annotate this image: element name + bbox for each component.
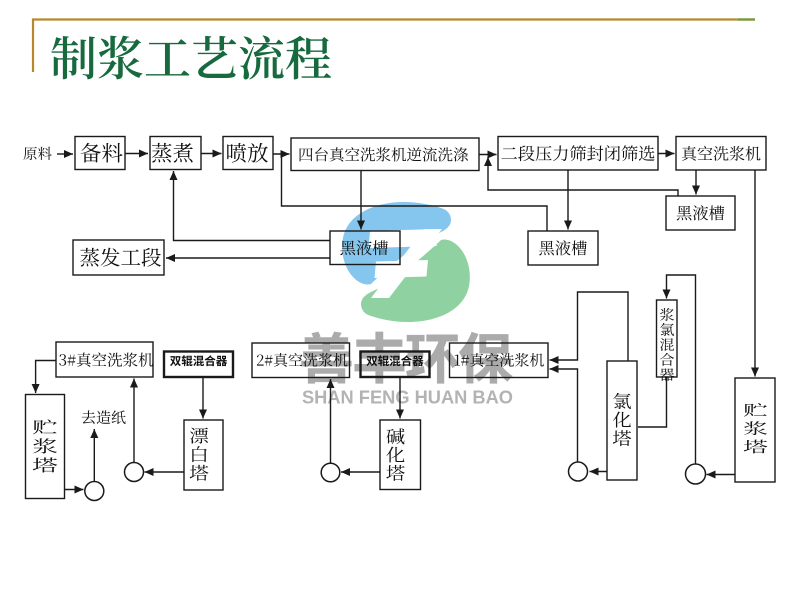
svg-text:SHAN FENG HUAN BAO: SHAN FENG HUAN BAO <box>302 388 513 408</box>
